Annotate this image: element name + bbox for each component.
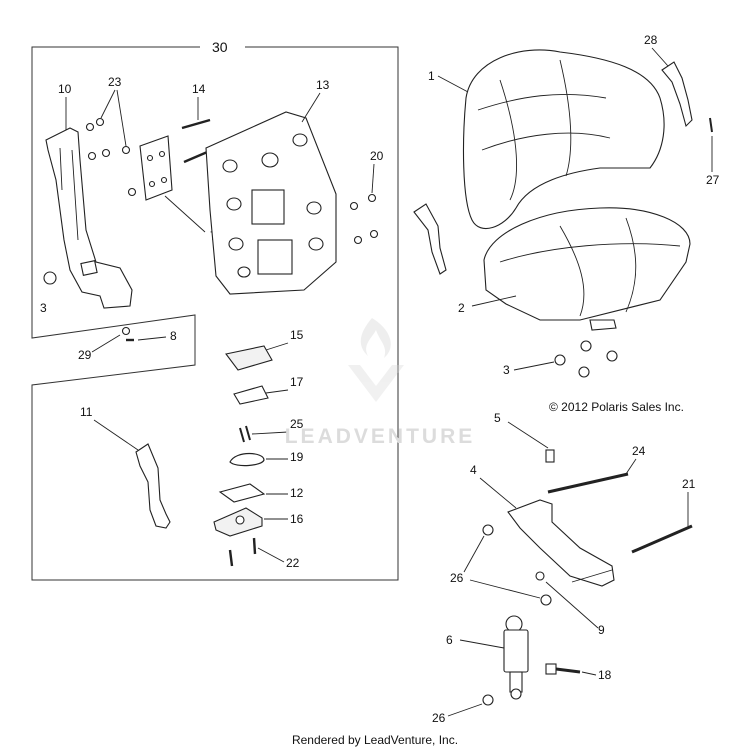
callout-12: 12 [290, 486, 304, 500]
callout-3-left: 3 [40, 301, 47, 315]
copyright-notice: © 2012 Polaris Sales Inc. [549, 400, 684, 414]
leader-5 [507, 421, 549, 449]
part-26-nut-upper [482, 524, 494, 536]
leader-13 [301, 92, 321, 123]
part-19-spring-clip [229, 452, 265, 467]
callout-4: 4 [470, 463, 477, 477]
leader-23b [116, 89, 127, 147]
leader-20 [371, 163, 375, 194]
part-2-seat-base [483, 207, 691, 331]
part-12-plate [218, 483, 266, 503]
leader-23a [100, 89, 116, 119]
part-4-frame [507, 499, 615, 587]
seat-strap [413, 203, 447, 275]
leader-26-upper-b [469, 579, 541, 599]
group-30-frame [31, 46, 399, 581]
leader-15 [265, 342, 289, 351]
part-3-right-nuts [554, 340, 618, 378]
part-1-seat-back [462, 49, 665, 229]
callout-3-right: 3 [503, 363, 510, 377]
leader-9 [545, 581, 599, 629]
part-26-nut-lower [540, 594, 552, 606]
rendered-by-footer: Rendered by LeadVenture, Inc. [291, 733, 459, 747]
callout-28: 28 [644, 33, 658, 47]
part-9-nut [535, 571, 545, 581]
callout-22: 22 [286, 556, 300, 570]
part-15-block [225, 345, 273, 371]
leader-29 [91, 334, 121, 353]
leader-11 [93, 419, 139, 451]
callout-13: 13 [316, 78, 330, 92]
leader-1 [437, 75, 469, 93]
callout-23: 23 [108, 75, 122, 89]
callout-9: 9 [598, 623, 605, 637]
callout-21: 21 [682, 477, 696, 491]
callout-24: 24 [632, 444, 646, 458]
leader-24 [625, 458, 637, 475]
part-7-plate [139, 135, 173, 201]
part-23-fasteners [85, 117, 137, 197]
callout-2: 2 [458, 301, 465, 315]
callout-8: 8 [170, 329, 177, 343]
leader-26-bottom [447, 703, 483, 717]
part-28-strap [661, 61, 693, 128]
part-26-nut-bottom [482, 694, 494, 706]
group-30-label: 30 [212, 39, 228, 55]
watermark-logo [348, 318, 404, 402]
callout-25: 25 [290, 417, 304, 431]
leader-2 [471, 295, 517, 307]
callout-19: 19 [290, 450, 304, 464]
callout-26-bottom: 26 [432, 711, 446, 725]
part-29-washer [121, 326, 131, 336]
callout-5: 5 [494, 411, 501, 425]
part-10-bracket [45, 127, 133, 309]
part-24-rod [547, 472, 629, 494]
part-18-bolt [545, 663, 581, 675]
callout-27: 27 [706, 173, 720, 187]
part-17-clip [233, 385, 269, 405]
leader-26-upper-a [463, 535, 485, 573]
leader-25 [251, 431, 289, 435]
part-22-screws [228, 537, 257, 567]
part-3-left-nut [43, 271, 57, 285]
callout-15: 15 [290, 328, 304, 342]
leader-3-right [513, 361, 555, 371]
callout-26-upper: 26 [450, 571, 464, 585]
leader-22 [257, 547, 285, 563]
callout-11: 11 [80, 405, 93, 419]
callout-10: 10 [58, 82, 72, 96]
callout-1: 1 [428, 69, 435, 83]
callout-16: 16 [290, 512, 304, 526]
leader-6 [459, 639, 505, 649]
part-27-pin [709, 117, 713, 133]
leader-7 [164, 195, 206, 233]
part-25-pins [239, 425, 251, 443]
callout-14: 14 [192, 82, 206, 96]
callout-17: 17 [290, 375, 304, 389]
part-11-strap [135, 443, 171, 529]
leader-8 [137, 336, 167, 341]
leader-28 [651, 47, 669, 67]
callout-29: 29 [78, 348, 92, 362]
part-5-fitting [545, 449, 555, 463]
watermark-text: LEADVENTURE [284, 425, 476, 448]
leader-18 [581, 671, 597, 676]
callout-20: 20 [370, 149, 384, 163]
leader-17 [265, 389, 289, 394]
part-13-back-panel [205, 111, 337, 295]
leader-4 [479, 477, 517, 509]
part-20-screws [349, 193, 379, 245]
part-16-latch [213, 507, 263, 537]
part-21-rod [631, 524, 693, 554]
part-6-shock [503, 615, 529, 700]
callout-18: 18 [598, 668, 612, 682]
callout-6: 6 [446, 633, 453, 647]
